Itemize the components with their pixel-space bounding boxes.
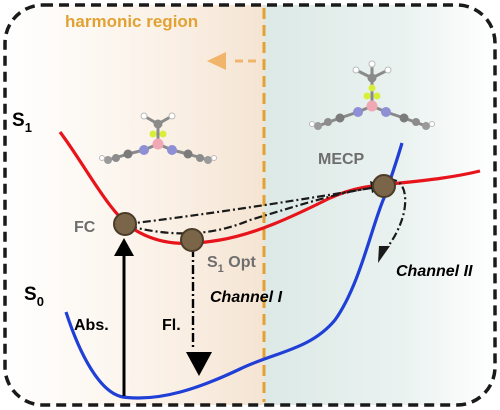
molecule-fc-icon: [99, 112, 217, 164]
fluorescence-label: Fl.: [162, 317, 181, 334]
s1opt-to-mecp-path: [128, 186, 373, 235]
absorption-arrowhead: [114, 238, 134, 256]
fluorescence-arrowhead: [186, 352, 212, 376]
s1opt-label: S1 Opt: [207, 254, 256, 275]
s1-state-label: S1: [12, 110, 32, 135]
fc-label: FC: [74, 219, 96, 236]
s0-curve: [64, 142, 404, 400]
s1opt-point: [180, 228, 204, 252]
mecp-point: [372, 174, 396, 198]
dashed-left-arrow-icon: [207, 52, 256, 70]
mecp-label: MECP: [318, 151, 365, 168]
channel-ii-label: Channel II: [396, 263, 473, 280]
dashed-frame: [3, 3, 497, 407]
harmonic-region-label: harmonic region: [65, 12, 198, 31]
fc-point: [113, 212, 137, 236]
s0-state-label: S0: [24, 284, 44, 309]
harmonic-region-shade: [5, 5, 264, 405]
molecule-mecp-icon: [309, 60, 435, 130]
absorption-label: Abs.: [74, 317, 109, 334]
channel-ii-path: [382, 178, 407, 253]
channel-ii-arrowhead: [378, 246, 390, 263]
channel-i-label: Channel I: [210, 289, 283, 306]
